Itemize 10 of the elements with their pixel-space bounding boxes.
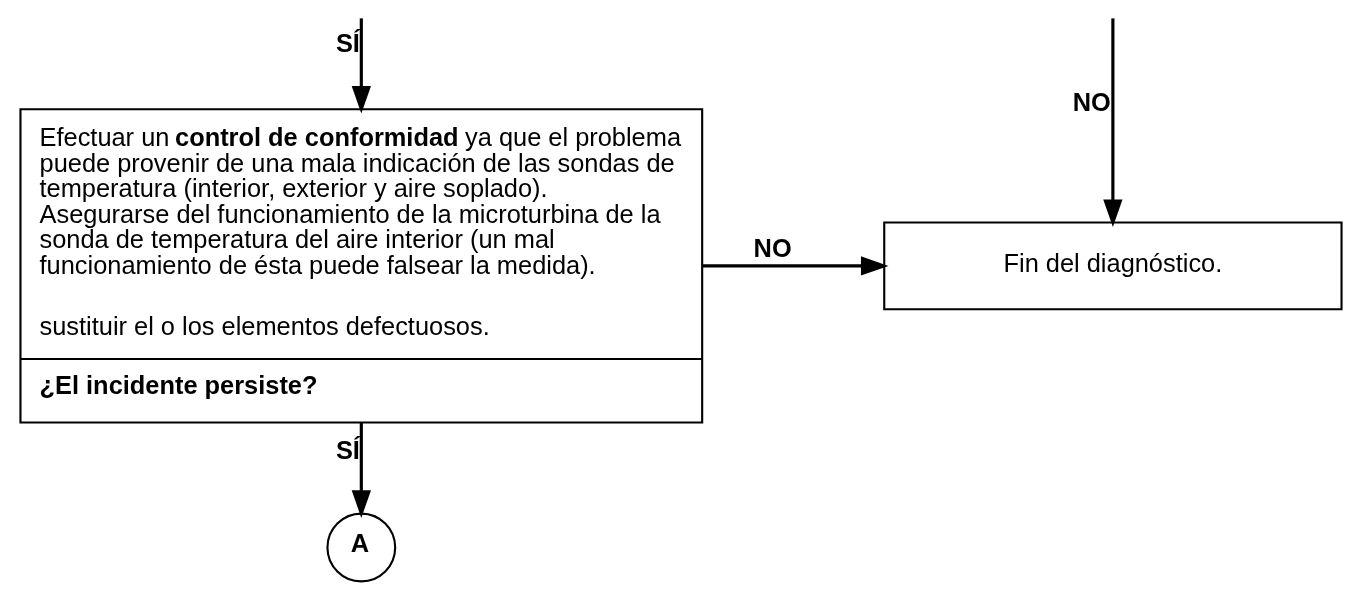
arrow [702, 256, 889, 276]
edge-label: SÍ [335, 436, 360, 465]
node-circle: A [325, 512, 396, 583]
arrow [351, 422, 371, 518]
arrow [1102, 18, 1123, 227]
arrow [351, 18, 371, 114]
edge-label: NO [753, 233, 792, 262]
node-box: Fin del diagnóstico. [882, 221, 1343, 311]
edge-label: NO [1072, 88, 1111, 117]
edge-label: SÍ [335, 28, 360, 57]
